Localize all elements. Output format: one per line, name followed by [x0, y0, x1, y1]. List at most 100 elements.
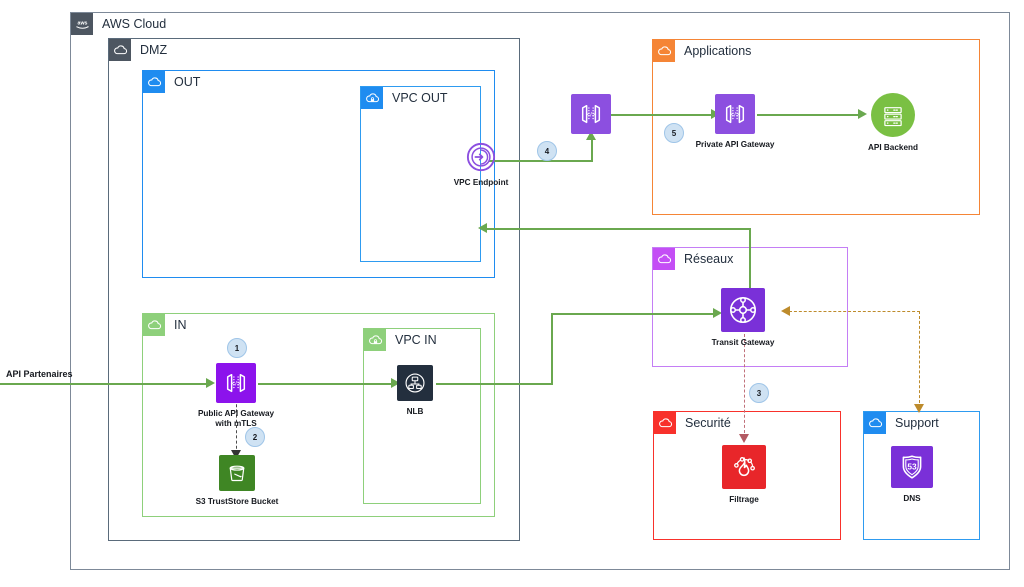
group-securite-label: Securité — [685, 415, 731, 430]
server-rack-icon — [871, 93, 915, 137]
arrow-head — [914, 404, 924, 413]
group-aws-cloud-label: AWS Cloud — [102, 16, 167, 31]
group-support-header: Support — [864, 412, 939, 434]
group-in-header: IN — [143, 314, 187, 336]
group-reseaux-label: Réseaux — [684, 251, 734, 266]
node-dns-label: DNS — [903, 494, 921, 503]
svg-text:</>: </> — [587, 111, 596, 118]
group-out-label: OUT — [174, 74, 201, 89]
group-dmz-header: DMZ — [109, 39, 167, 61]
node-filtrage[interactable]: Filtrage — [722, 445, 766, 505]
arrow-head — [739, 434, 749, 443]
cloud-icon — [653, 40, 675, 62]
group-vpc-out-label: VPC OUT — [392, 90, 448, 105]
group-securite-header: Securité — [654, 412, 731, 434]
step-badge-4: 4 — [537, 141, 557, 161]
vpc-cloud-icon — [361, 87, 383, 109]
node-public-api-gateway-label-line2: with mTLS — [215, 419, 257, 429]
flow-endpoint-to-gateway-seg2 — [591, 139, 593, 162]
node-private-api-gateway-label: Private API Gateway — [695, 140, 775, 149]
s3-bucket-icon — [219, 455, 255, 491]
flow-gateway-to-private-gateway — [611, 114, 713, 116]
group-vpc-out-header: VPC OUT — [361, 87, 448, 109]
flow-nlb-to-transit-seg1 — [436, 383, 553, 385]
group-applications: Applications — [652, 39, 980, 215]
flow-transit-to-vpcout-seg1 — [749, 228, 751, 290]
api-gateway-icon: </> — [571, 94, 611, 134]
transit-gateway-icon — [721, 288, 765, 332]
group-applications-header: Applications — [653, 40, 751, 62]
svg-text:aws: aws — [77, 20, 87, 26]
flow-gateway-to-truststore — [236, 399, 237, 454]
flow-nlb-to-transit-seg2 — [551, 313, 553, 385]
cloud-icon — [143, 314, 165, 336]
arrow-head — [713, 308, 722, 318]
svg-text:53: 53 — [907, 462, 917, 472]
node-nlb[interactable]: NLB — [397, 365, 433, 417]
node-public-api-gateway[interactable]: </> Public API Gateway with mTLS — [198, 363, 274, 430]
node-vpc-endpoint[interactable]: VPC Endpoint — [454, 142, 508, 188]
node-transit-gateway-label: Transit Gateway — [711, 338, 775, 347]
network-firewall-icon — [722, 445, 766, 489]
cloud-icon — [654, 412, 676, 434]
api-gateway-icon: </> — [216, 363, 256, 403]
cloud-icon — [653, 248, 675, 270]
step-badge-2-label: 2 — [252, 432, 258, 442]
step-badge-1-label: 1 — [234, 343, 240, 353]
arrow-head — [206, 378, 215, 388]
cloud-icon — [864, 412, 886, 434]
svg-text:</>: </> — [232, 380, 241, 387]
flow-partner-to-public-gateway — [0, 383, 208, 385]
api-gateway-icon: </> — [715, 94, 755, 134]
external-source-label: API Partenaires — [6, 369, 73, 379]
node-nlb-label: NLB — [406, 407, 424, 416]
group-dmz: DMZ — [108, 38, 520, 541]
group-in-label: IN — [174, 317, 187, 332]
step-badge-3-label: 3 — [756, 388, 762, 398]
arrow-head — [781, 306, 790, 316]
flow-public-gateway-to-nlb — [258, 383, 393, 385]
node-s3-truststore-bucket[interactable]: S3 TrustStore Bucket — [196, 455, 278, 507]
node-dns[interactable]: 53 DNS — [891, 446, 933, 504]
group-aws-cloud-header: aws AWS Cloud — [71, 13, 166, 35]
step-badge-4-label: 4 — [544, 146, 550, 156]
node-s3-truststore-bucket-label: S3 TrustStore Bucket — [195, 497, 279, 506]
node-api-backend[interactable]: API Backend — [867, 93, 919, 153]
flow-dns-seg-horizontal — [789, 311, 920, 312]
group-dmz-label: DMZ — [140, 42, 168, 57]
group-vpc-out: VPC OUT — [360, 86, 481, 262]
group-aws-cloud: aws AWS Cloud — [70, 12, 1010, 570]
flow-transit-to-vpcout-seg2 — [487, 228, 751, 230]
svg-text:</>: </> — [731, 111, 740, 118]
arrow-head — [586, 131, 596, 140]
group-applications-label: Applications — [684, 43, 752, 58]
step-badge-3: 3 — [749, 383, 769, 403]
group-out: OUT — [142, 70, 495, 278]
node-api-backend-label: API Backend — [867, 143, 919, 152]
aws-logo-icon: aws — [71, 13, 93, 35]
flow-endpoint-to-gateway-seg1 — [489, 160, 593, 162]
group-support-label: Support — [895, 415, 939, 430]
cloud-icon — [143, 71, 165, 93]
arrow-head — [478, 223, 487, 233]
arrow-head — [858, 109, 867, 119]
node-private-api-gateway[interactable]: </> Private API Gateway — [696, 94, 774, 150]
group-out-header: OUT — [143, 71, 200, 93]
step-badge-2: 2 — [245, 427, 265, 447]
flow-nlb-to-transit-seg3 — [551, 313, 717, 315]
arrow-head — [391, 378, 400, 388]
step-badge-5-label: 5 — [671, 128, 677, 138]
step-badge-1: 1 — [227, 338, 247, 358]
network-load-balancer-icon — [397, 365, 433, 401]
group-reseaux-header: Réseaux — [653, 248, 733, 270]
node-transit-gateway[interactable]: Transit Gateway — [712, 288, 774, 348]
arrow-head — [231, 450, 241, 459]
node-public-api-gateway-label: Public API Gateway with mTLS — [198, 409, 274, 430]
flow-private-gateway-to-backend — [757, 114, 860, 116]
node-public-api-gateway-label-line1: Public API Gateway — [197, 409, 275, 418]
flow-dns-seg-vertical — [919, 311, 920, 408]
route53-icon: 53 — [891, 446, 933, 488]
vpc-endpoint-icon — [466, 142, 496, 172]
node-api-gateway-middle[interactable]: </> — [571, 94, 611, 140]
